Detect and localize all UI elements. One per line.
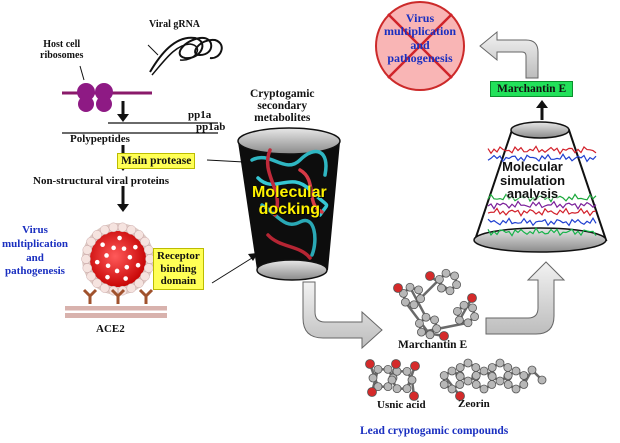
molecular-simulation-label: Molecular simulation analysis bbox=[500, 159, 566, 202]
viral-rna-strand bbox=[147, 36, 223, 76]
blocked-multiplication-icon bbox=[375, 1, 465, 91]
main-protease-arrow bbox=[206, 159, 245, 163]
virus-multiplication-top-label: Virus multiplication and pathogenesis bbox=[384, 11, 457, 66]
ace2-membrane bbox=[65, 306, 167, 318]
receptor-arrow bbox=[211, 257, 253, 284]
non-structural-label: Non-structural viral proteins bbox=[33, 175, 170, 187]
marchantin-e-molecule bbox=[393, 268, 479, 341]
docking-bucket bbox=[237, 127, 341, 281]
polypeptides-label: Polypeptides bbox=[70, 133, 130, 145]
usnic-acid-label: Usnic acid bbox=[377, 399, 426, 411]
marchantin-e-label: Marchantin E bbox=[398, 339, 468, 351]
ace2-label: ACE2 bbox=[96, 323, 125, 335]
gray-arrow-up-right bbox=[485, 261, 566, 335]
gray-arrow-down-right bbox=[302, 281, 383, 350]
simulation-up-arrow bbox=[536, 100, 548, 120]
virus-icon bbox=[81, 222, 155, 296]
down-arrow-1 bbox=[117, 101, 129, 122]
main-protease-label: Main protease bbox=[117, 153, 196, 170]
receptor-binding-domain-label: Receptor binding domain bbox=[153, 248, 204, 290]
host-cell-ribosomes-label: Host cell ribosomes bbox=[40, 39, 84, 61]
pp1ab-label: pp1ab bbox=[196, 121, 226, 133]
gray-arrow-top bbox=[479, 30, 539, 79]
marchantin-e-result-label: Marchantin E bbox=[490, 81, 574, 98]
down-arrow-3 bbox=[117, 186, 129, 212]
virus-multiplication-left-label: Virus multiplication and pathogenesis bbox=[2, 224, 69, 278]
usnic-acid-molecule bbox=[365, 359, 420, 401]
cryptogamic-metabolites-label: Cryptogamic secondary metabolites bbox=[250, 88, 315, 125]
simulation-bucket bbox=[473, 121, 608, 253]
viral-grna-label: Viral gRNA bbox=[149, 19, 201, 30]
pp1a-label: pp1a bbox=[188, 109, 212, 121]
ace2-receptor-icon bbox=[82, 288, 154, 304]
lead-compounds-caption: Lead cryptogamic compounds bbox=[360, 425, 509, 437]
zeorin-label: Zeorin bbox=[458, 398, 490, 410]
zeorin-molecule bbox=[439, 358, 547, 401]
ribosome-pointer bbox=[79, 65, 85, 81]
molecular-docking-label: Molecular docking bbox=[252, 184, 327, 218]
ribosome-icon bbox=[77, 83, 113, 112]
